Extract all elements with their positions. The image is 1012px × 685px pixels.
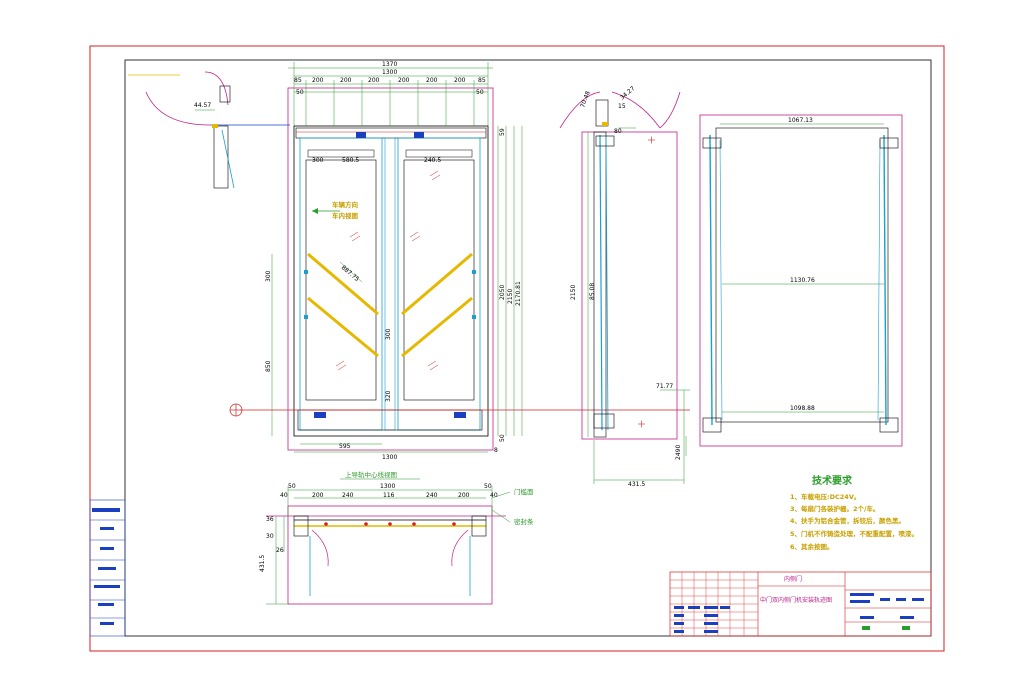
plan-36: 36 [266, 516, 274, 523]
center-view-caption: 上导轨中心线视图 [345, 470, 397, 479]
tech-line-5: 6、其余按图。 [790, 542, 834, 551]
dim-431-side: 431.5 [628, 481, 645, 488]
dim-71: 71.77 [656, 383, 673, 390]
drawing-subtitle: 中门双内侧门机安装轨迹图 [760, 596, 832, 604]
plan-30: 30 [266, 533, 274, 540]
plan-116: 116 [383, 492, 395, 499]
dim-1370: 1370 [382, 61, 397, 68]
side-elevation [559, 91, 690, 484]
dim-2150: 2150 [507, 289, 514, 304]
dim-300-left: 300 [265, 270, 272, 282]
dim-595: 595 [339, 443, 351, 450]
drawing-name: 内侧门 [784, 575, 802, 583]
tech-line-3: 4、扶手为铝合金管，拆铰后，颜色黑。 [790, 516, 905, 525]
dim-2050: 2050 [499, 285, 506, 300]
tech-line-2: 3、每扇门各装护栅。2个/车。 [790, 504, 879, 513]
dim-15: 15 [618, 103, 626, 110]
dim-580: 580.5 [342, 157, 359, 164]
dim-85-left: 85 [294, 77, 302, 84]
dim-887: 887.75 [340, 264, 361, 283]
dim-1300-top: 1300 [382, 69, 397, 76]
sheet-inner-border [124, 59, 932, 637]
rear-view [699, 114, 903, 447]
inside-view-label: 车内视图 [332, 211, 359, 220]
plan-40-left: 40 [280, 492, 288, 499]
tech-line-1: 1、车载电压:DC24V。 [790, 492, 860, 501]
tech-title: 技术要求 [812, 474, 853, 487]
dim-1300-bottom: 1300 [382, 454, 397, 461]
dim-200-5: 200 [426, 77, 438, 84]
dim-300-inner: 300 [312, 157, 324, 164]
dim-1130: 1130.76 [790, 277, 815, 284]
plan-200-left: 200 [312, 492, 324, 499]
plan-view [266, 486, 511, 605]
dim-44: 44.57 [194, 102, 211, 109]
dim-200-4: 200 [398, 77, 410, 84]
vehicle-direction-label: 车辆方向 [332, 200, 359, 209]
plan-431: 431.5 [259, 555, 266, 572]
dim-300-mid: 300 [385, 328, 392, 340]
plan-1300: 1300 [380, 483, 395, 490]
dim-59: 59 [499, 128, 506, 136]
dim-200-2: 200 [340, 77, 352, 84]
dim-2170: 2170.81 [515, 281, 522, 306]
dim-8: 8 [494, 447, 498, 454]
dim-850: 850 [265, 360, 272, 372]
dim-200-6: 200 [454, 77, 466, 84]
plan-240-left: 240 [342, 492, 354, 499]
dim-85-side: 85.08 [589, 283, 596, 300]
profile-detail-left [145, 71, 290, 189]
sheet-outer-border [89, 45, 945, 652]
front-elevation [271, 62, 523, 453]
dim-320: 320 [385, 390, 392, 402]
dim-200-3: 200 [368, 77, 380, 84]
dim-50-left: 50 [296, 89, 304, 96]
dim-1098: 1098.88 [790, 405, 815, 412]
plan-26: 26 [276, 547, 284, 554]
dim-50-bottom: 50 [499, 434, 506, 442]
plan-240-right: 240 [426, 492, 438, 499]
tech-line-4: 5、门机不作铸造处理，不配重配置，喷漆。 [790, 529, 918, 538]
title-block [669, 571, 932, 637]
plan-50-right: 50 [484, 483, 492, 490]
plan-40-right: 40 [490, 492, 498, 499]
dim-200-1: 200 [312, 77, 324, 84]
dim-70: 70.48 [579, 90, 592, 109]
dim-2490: 2490 [675, 445, 682, 460]
callout-threshold: 门槛面 [514, 487, 534, 496]
dim-240: 240.5 [424, 157, 441, 164]
left-stamp-column [89, 499, 126, 637]
plan-200-right: 200 [458, 492, 470, 499]
dim-85-right: 85 [478, 77, 486, 84]
dim-2150-side: 2150 [570, 285, 577, 300]
dim-34: 34.27 [619, 85, 637, 102]
dim-1067: 1067.13 [788, 117, 813, 124]
dim-50-right: 50 [476, 89, 484, 96]
dim-80: 80 [614, 128, 622, 135]
plan-50-left: 50 [288, 483, 296, 490]
callout-seal: 密封条 [514, 517, 534, 526]
